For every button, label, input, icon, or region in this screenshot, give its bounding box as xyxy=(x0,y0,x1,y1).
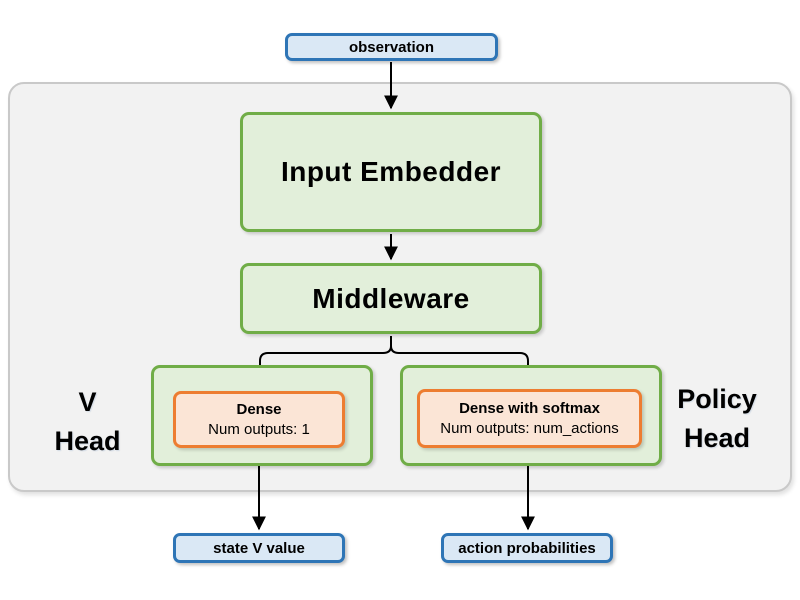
policy-dense-title: Dense with softmax xyxy=(459,399,600,417)
state-v-value-node: state V value xyxy=(173,533,345,563)
input-embedder-node: Input Embedder xyxy=(240,112,542,232)
middleware-label: Middleware xyxy=(312,282,470,314)
policy-dense-subtitle: Num outputs: num_actions xyxy=(440,419,619,437)
action-probabilities-node: action probabilities xyxy=(441,533,613,563)
observation-label: observation xyxy=(348,38,435,56)
state-v-value-label: state V value xyxy=(213,539,305,557)
v-dense-subtitle: Num outputs: 1 xyxy=(208,420,310,438)
v-head-label-line1: V xyxy=(78,387,97,417)
middleware-node: Middleware xyxy=(240,263,542,334)
policy-head-label-line1: Policy xyxy=(677,384,757,414)
observation-node: observation xyxy=(285,33,498,61)
policy-head-label-line2: Head xyxy=(683,423,751,453)
input-embedder-label: Input Embedder xyxy=(280,156,502,187)
v-dense-title: Dense xyxy=(236,400,282,418)
v-head-label-line2: Head xyxy=(54,426,121,456)
v-head-label: V Head xyxy=(30,383,145,461)
action-probabilities-label: action probabilities xyxy=(458,539,596,557)
policy-head-dense-node: Dense with softmax Num outputs: num_acti… xyxy=(417,389,642,448)
v-head-dense-node: Dense Num outputs: 1 xyxy=(173,391,345,448)
policy-head-label: Policy Head xyxy=(656,380,778,458)
